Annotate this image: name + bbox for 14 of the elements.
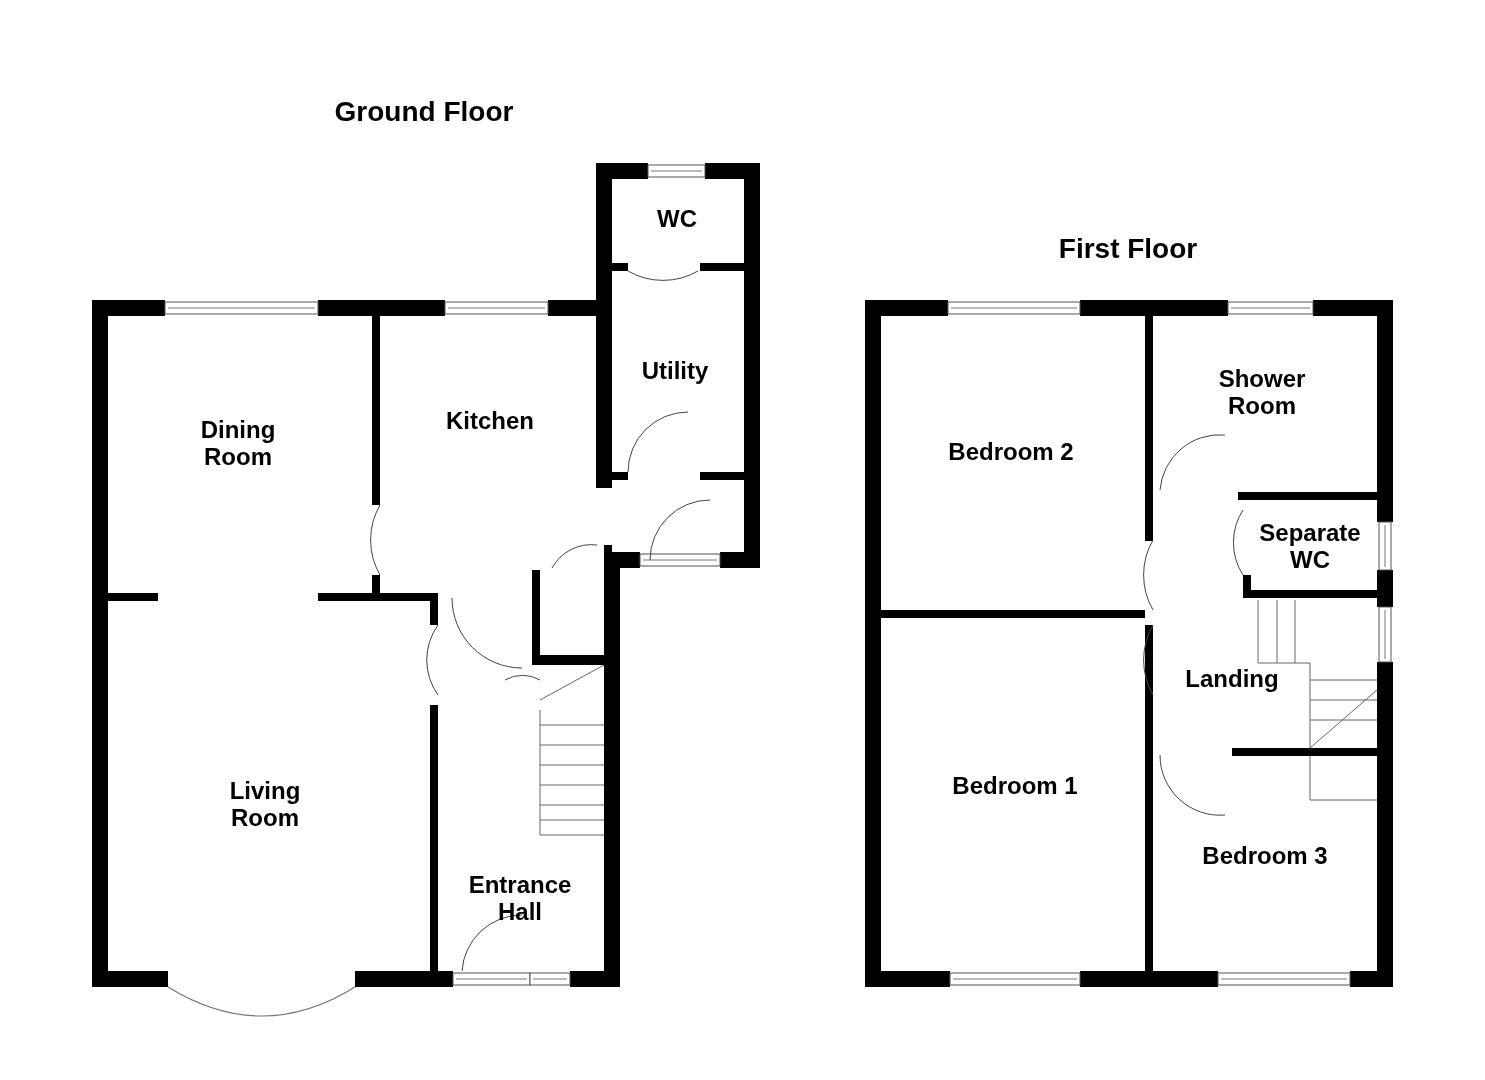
room-name: Separate WC <box>1240 519 1380 573</box>
room-name: Kitchen <box>425 406 555 434</box>
room-name: Dining Room <box>173 416 303 470</box>
room-name: WC <box>637 204 717 232</box>
room-name: Living Room <box>200 777 330 831</box>
room-name: Landing <box>1172 664 1292 692</box>
room-name: Entrance Hall <box>445 871 595 925</box>
room-name: Shower Room <box>1187 365 1337 419</box>
room-name: Utility <box>620 356 730 384</box>
floor-heading: Ground Floor <box>334 96 514 128</box>
room-name: Bedroom 1 <box>940 771 1090 799</box>
floor-heading: First Floor <box>1058 233 1198 265</box>
room-name: Bedroom 3 <box>1190 841 1340 869</box>
room-name: Bedroom 2 <box>936 437 1086 465</box>
